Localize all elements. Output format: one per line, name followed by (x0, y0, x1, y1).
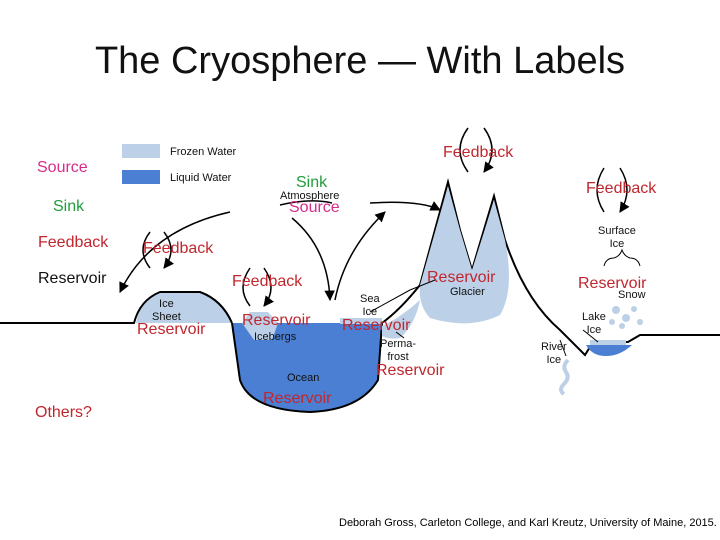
pointer-glacier (409, 279, 436, 291)
legend-frozen-label: Frozen Water (170, 146, 237, 158)
label-sink: Sink (296, 174, 328, 191)
label-source: Source (289, 199, 340, 216)
key-others: Others? (35, 404, 92, 421)
arrow-left-cloud-to-ice (119, 211, 231, 293)
feedback-loop-right (596, 167, 627, 212)
iceberg-shape (242, 312, 278, 340)
key-reservoir: Reservoir (38, 270, 107, 287)
credit-line: Deborah Gross, Carleton College, and Kar… (339, 517, 717, 529)
river-ice-squiggle (559, 358, 570, 396)
lake-ice-shape (590, 340, 626, 345)
label-glacier: Glacier (450, 286, 485, 298)
ice-sheet-shape (136, 292, 232, 323)
key-sink: Sink (53, 198, 85, 215)
feedback-loop-left (142, 231, 171, 268)
feedback-loop-top (459, 127, 492, 172)
label-feedback-left: Feedback (143, 240, 214, 257)
lake-shape (586, 345, 632, 356)
surface-ice-brace (603, 248, 641, 267)
label-ice-sheet: Ice Sheet (152, 298, 181, 323)
label-sea-ice: Sea Ice (360, 293, 380, 318)
pointer-permafrost (395, 331, 405, 339)
label-feedback-mid: Feedback (232, 273, 303, 290)
label-surface-ice: Surface Ice (598, 225, 636, 250)
basin-outline (231, 322, 383, 414)
pointer-sea-ice (369, 289, 411, 313)
legend-liquid-label: Liquid Water (170, 172, 232, 184)
label-atmosphere: Atmosphere (280, 190, 340, 202)
sea-ice-shape (340, 318, 382, 324)
label-permafrost: Perma- frost (380, 338, 417, 363)
legend-frozen-swatch (122, 144, 160, 158)
label-reservoir-icebergs: Reservoir (242, 312, 311, 329)
arrow-ocean-to-atmosphere (334, 211, 386, 301)
permafrost-shape (382, 300, 420, 339)
label-snow: Snow (618, 289, 646, 301)
label-reservoir-ice-sheet: Reservoir (137, 321, 206, 338)
key-source: Source (37, 159, 88, 176)
label-icebergs: Icebergs (254, 331, 297, 343)
arrow-atmos-to-mountain (369, 201, 441, 211)
label-river-ice: River Ice (541, 341, 567, 366)
glacier-shape (419, 186, 509, 324)
label-feedback-right: Feedback (586, 180, 657, 197)
label-reservoir-snow: Reservoir (578, 275, 647, 292)
label-reservoir-glacier: Reservoir (427, 269, 496, 286)
label-ocean: Ocean (287, 372, 320, 384)
key-feedback: Feedback (38, 234, 109, 251)
page-title: The Cryosphere — With Labels (94, 40, 626, 82)
ocean-basin (232, 323, 382, 412)
mountain-outline (0, 178, 720, 357)
label-reservoir-ocean: Reservoir (263, 390, 332, 407)
label-lake-ice: Lake Ice (582, 311, 606, 336)
legend-liquid-swatch (122, 170, 160, 184)
arrow-atmosphere-to-ocean (291, 217, 335, 302)
feedback-loop-mid (242, 267, 271, 306)
pointer-lake (582, 329, 599, 343)
pointer-river (559, 339, 567, 357)
label-reservoir-permafrost: Reservoir (376, 362, 445, 379)
snow-patches (609, 306, 643, 329)
label-feedback-top: Feedback (443, 144, 514, 161)
arrow-atmos-top (279, 200, 333, 206)
label-reservoir-sea-ice: Reservoir (342, 317, 411, 334)
